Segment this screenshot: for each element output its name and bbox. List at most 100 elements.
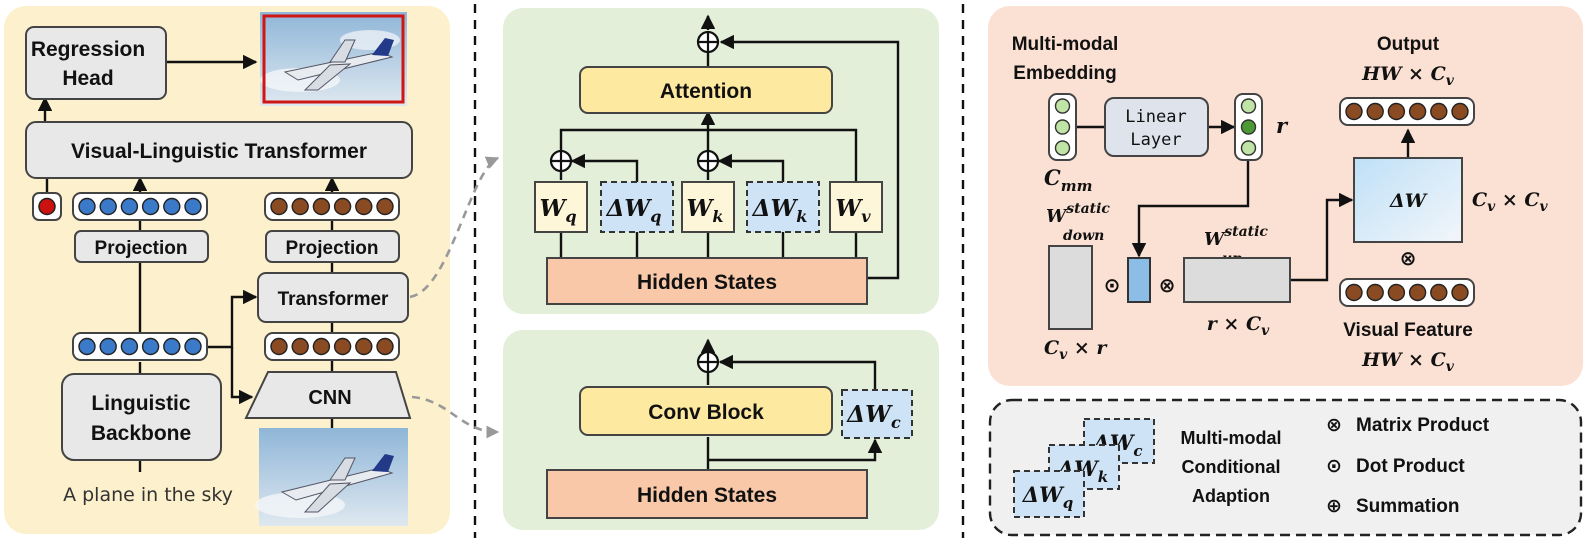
token <box>376 337 394 356</box>
token <box>333 197 352 216</box>
r-tokens <box>1234 93 1263 161</box>
token <box>355 197 373 216</box>
token <box>1408 283 1427 302</box>
output-dim: HW × Cv <box>1361 63 1455 89</box>
mid-bottom-connectors <box>700 338 883 470</box>
sum-top <box>696 30 720 54</box>
otimes-icon: ⊗ <box>1326 415 1342 436</box>
delta-w-dim: Cv × Cv <box>1472 189 1549 215</box>
otimes-feature: ⊗ <box>1400 248 1417 270</box>
weight-dwk: ΔWk <box>746 181 820 233</box>
dot-operator: ⊙ <box>1104 275 1121 297</box>
token <box>141 337 160 356</box>
token <box>1387 102 1406 121</box>
vl-transformer-label: Visual-Linguistic Transformer <box>71 140 367 163</box>
down-dim: Cv × r <box>1044 337 1108 363</box>
svg-text:Wq: Wq <box>539 195 576 226</box>
token <box>120 337 139 356</box>
legend-label-matrix: Matrix Product <box>1356 415 1490 436</box>
token <box>291 337 309 356</box>
visual-feature-dim: HW × Cv <box>1361 349 1455 375</box>
projection-right-box: Projection <box>265 230 400 263</box>
token <box>1451 102 1469 121</box>
hidden-states-top-label: Hidden States <box>637 271 777 294</box>
up-dim: r × Cv <box>1207 313 1270 339</box>
token <box>1451 283 1469 302</box>
sum-k <box>696 149 720 173</box>
token <box>99 197 117 216</box>
w-up-label: Wstatic <box>1204 224 1268 250</box>
svg-text:ΔWq: ΔWq <box>606 195 662 226</box>
transformer-box: Transformer <box>257 272 409 323</box>
weight-wk: Wk <box>681 181 735 233</box>
linear-layer-line1: Linear <box>1125 107 1186 127</box>
mm-embedding-line2: Embedding <box>1013 63 1116 84</box>
token <box>141 197 160 216</box>
hidden-states-top-box: Hidden States <box>546 257 868 305</box>
weight-dwq: ΔWq <box>600 181 674 233</box>
linear-layer-box: Linear Layer <box>1104 97 1209 157</box>
svg-text:Wv: Wv <box>835 195 871 226</box>
weight-dwc: ΔWc <box>841 389 913 439</box>
delta-w-box: ΔW <box>1353 157 1463 243</box>
r-vector <box>1127 257 1151 303</box>
mmca-line3: Adaption <box>1192 486 1270 506</box>
svg-text:ΔWk: ΔWk <box>752 195 808 226</box>
token <box>1387 283 1406 302</box>
token <box>312 337 331 356</box>
svg-text:ΔWc: ΔWc <box>846 401 901 432</box>
token <box>163 337 181 356</box>
token <box>99 337 117 356</box>
token <box>1408 102 1427 121</box>
projection-left-label: Projection <box>95 238 188 259</box>
output-label: Output <box>1377 34 1440 55</box>
legend-label-dot: Dot Product <box>1356 456 1465 477</box>
reg-token <box>32 192 62 221</box>
plane-image-output <box>260 12 407 106</box>
visual-feature-label: Visual Feature <box>1343 320 1473 341</box>
token-row-output <box>1339 97 1475 126</box>
weight-wq: Wq <box>534 181 588 233</box>
link-transformer-to-attention <box>409 156 500 299</box>
weight-wv: Wv <box>829 181 883 233</box>
w-down-label: Wstatic <box>1046 201 1110 227</box>
token <box>1345 102 1363 121</box>
attention-box: Attention <box>579 66 833 114</box>
legend-item-summation: ⊕ Summation <box>1326 496 1459 517</box>
regression-head-line1: Regression <box>31 38 145 61</box>
mmca-line2: Conditional <box>1182 457 1281 477</box>
svg-text:Wk: Wk <box>687 195 724 226</box>
token <box>78 197 96 216</box>
token <box>1366 283 1384 302</box>
w-up-matrix <box>1183 257 1291 303</box>
c-mm-label: Cmm <box>1044 165 1092 195</box>
token-row-vis-top <box>264 192 400 221</box>
mid-top-connectors <box>559 14 900 280</box>
legend-label-sum: Summation <box>1356 496 1459 517</box>
input-caption: A plane in the sky <box>63 484 233 506</box>
attention-label: Attention <box>660 80 752 103</box>
hidden-states-bottom-label: Hidden States <box>637 484 777 507</box>
c-mm-tokens <box>1048 93 1077 161</box>
projection-right-label: Projection <box>286 238 379 259</box>
token <box>163 197 181 216</box>
cnn-box: CNN <box>244 371 412 419</box>
token <box>1430 283 1448 302</box>
w-down-matrix <box>1048 245 1093 330</box>
link-cnn-to-conv <box>411 395 500 439</box>
token <box>184 197 202 216</box>
token <box>1430 102 1448 121</box>
linguistic-backbone-box: Linguistic Backbone <box>61 373 222 461</box>
token <box>355 337 373 356</box>
sum-conv <box>696 350 720 374</box>
odot-icon: ⊙ <box>1326 456 1342 477</box>
linguistic-backbone-line1: Linguistic <box>91 392 190 415</box>
token <box>184 337 202 356</box>
sum-q <box>549 149 573 173</box>
token <box>312 197 331 216</box>
token <box>270 197 288 216</box>
cnn-label: CNN <box>308 387 351 409</box>
token <box>291 197 309 216</box>
conv-block-box: Conv Block <box>579 386 833 436</box>
delta-w-label: ΔW <box>1389 190 1428 212</box>
